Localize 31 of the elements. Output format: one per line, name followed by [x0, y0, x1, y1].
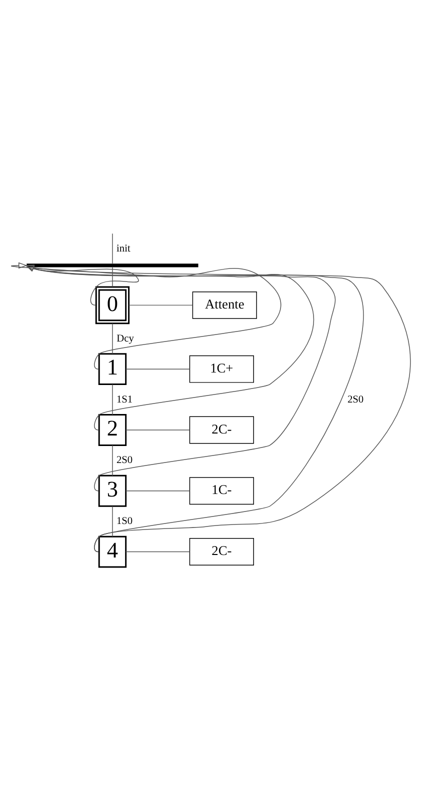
node-box: 1C+: [189, 355, 254, 383]
edge-label: 1S0: [116, 516, 133, 528]
node-box: 2C-: [189, 416, 254, 444]
connector: [112, 506, 113, 537]
edge-label: 1S1: [116, 394, 133, 406]
node-box: 4: [98, 536, 127, 568]
node-box: 1: [98, 353, 127, 386]
connector: [112, 445, 113, 476]
connector: [112, 266, 113, 288]
connector: [112, 384, 113, 416]
connector: [112, 323, 113, 354]
node-box: 0: [95, 286, 130, 324]
connector: [126, 368, 190, 370]
connector: [128, 304, 194, 306]
node-box: 2C-: [189, 538, 254, 566]
connector: [126, 551, 190, 552]
connector: [126, 490, 190, 492]
edge-label: Dcy: [116, 333, 134, 344]
node-box: 2: [98, 414, 127, 446]
edge-label: 2S0: [116, 455, 133, 466]
node-box: Attente: [192, 291, 257, 319]
arrow: [25, 265, 314, 430]
connector: [112, 233, 113, 264]
node-bar: [26, 264, 198, 268]
edge-label: 2S0: [347, 394, 364, 406]
node-box: 3: [98, 474, 127, 507]
edge-label: init: [116, 243, 130, 254]
arrow: [11, 262, 282, 370]
arrow: [25, 265, 336, 492]
node-box: 1C-: [189, 477, 254, 505]
arrow: [25, 264, 139, 306]
